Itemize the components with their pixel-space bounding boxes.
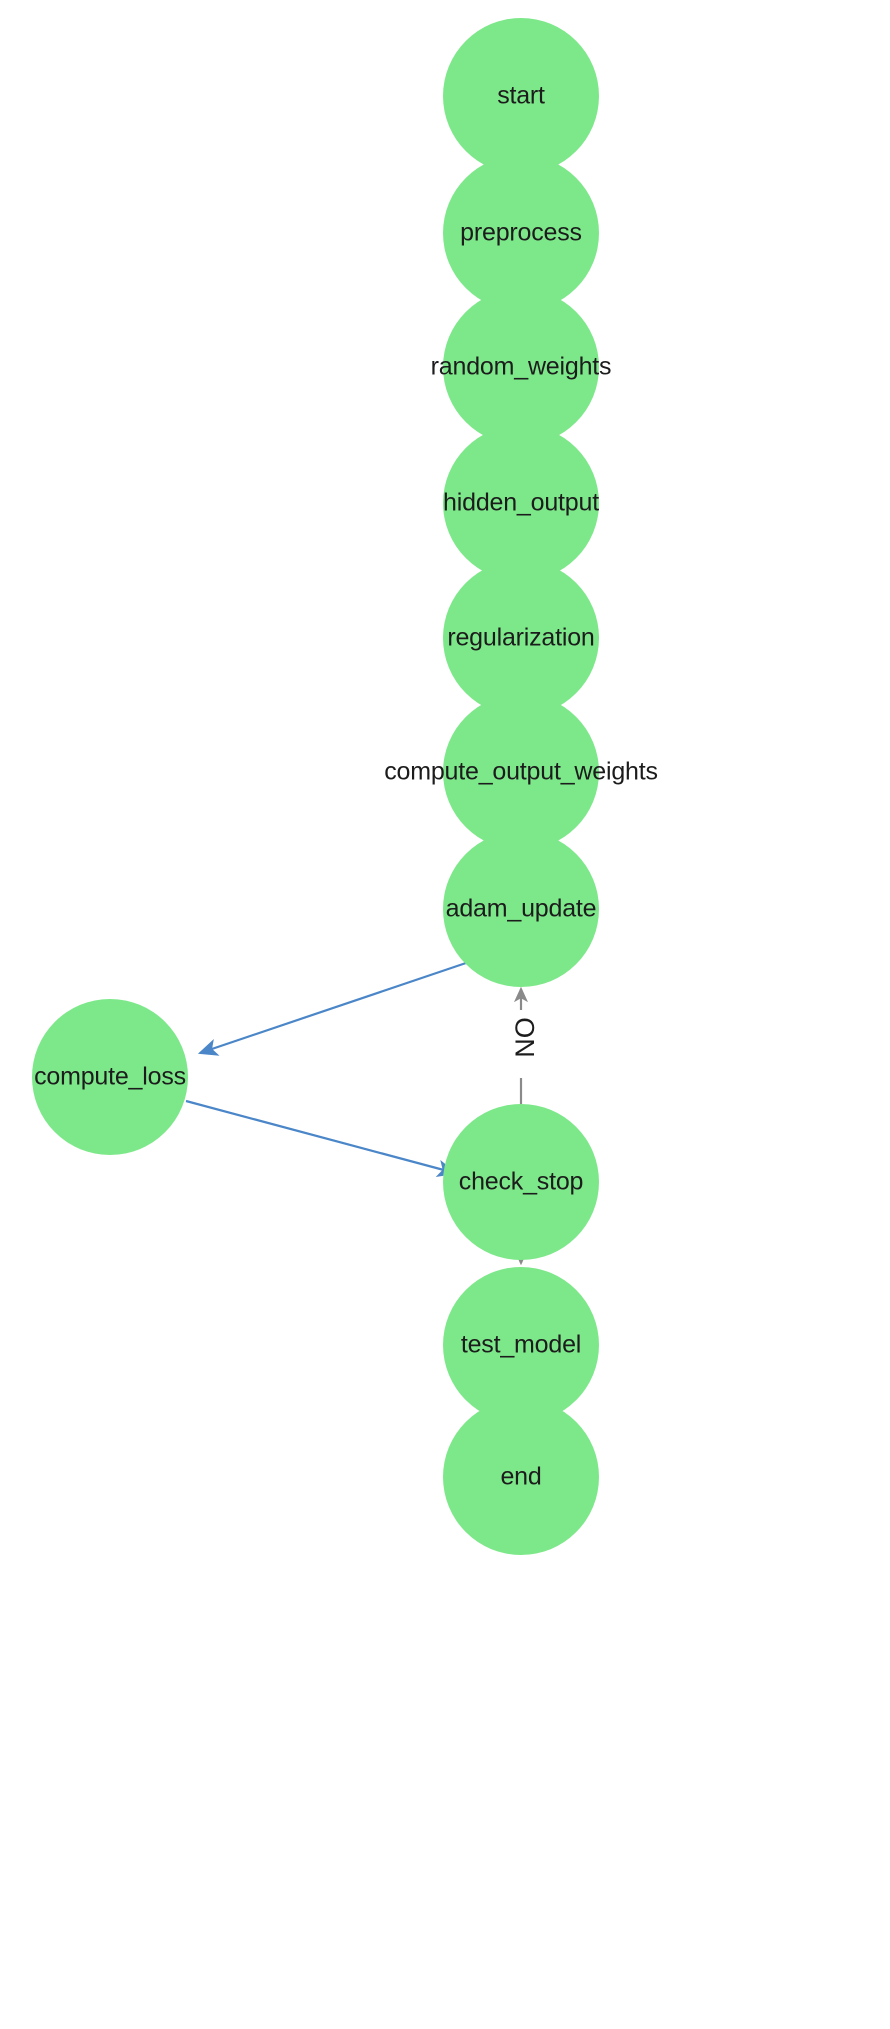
- node-test-model[interactable]: [443, 1267, 599, 1423]
- edge-compute-loss-to-check-stop: [185, 1099, 458, 1177]
- node-start[interactable]: [443, 18, 599, 174]
- node-random-weights[interactable]: [443, 289, 599, 445]
- node-adam-update[interactable]: [443, 831, 599, 987]
- edge-label-no: NO: [509, 1017, 540, 1058]
- node-compute-loss[interactable]: [32, 999, 188, 1155]
- node-end[interactable]: [443, 1399, 599, 1555]
- node-check-stop[interactable]: [443, 1104, 599, 1260]
- node-hidden-output[interactable]: [443, 425, 599, 581]
- node-preprocess[interactable]: [443, 155, 599, 311]
- node-regularization[interactable]: [443, 560, 599, 716]
- edge-adam-update-to-compute-loss: [197, 961, 467, 1056]
- node-compute-output-weights[interactable]: [443, 694, 599, 850]
